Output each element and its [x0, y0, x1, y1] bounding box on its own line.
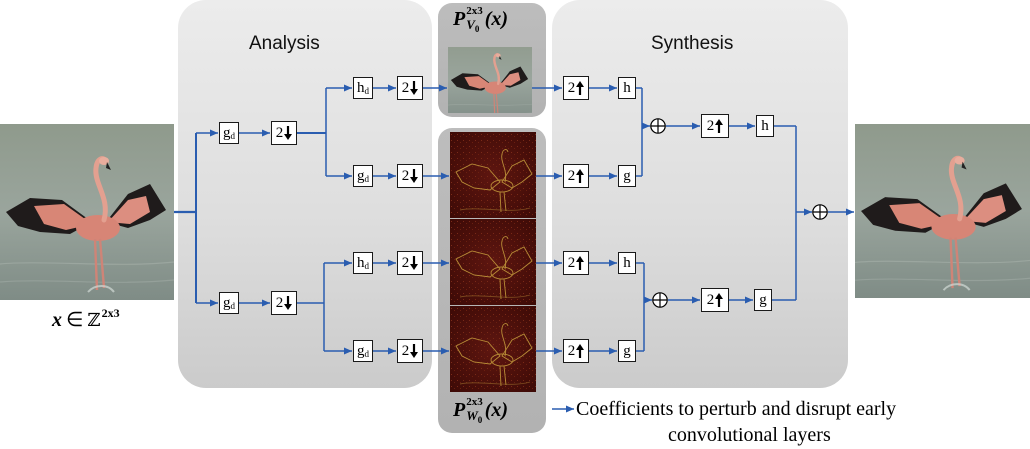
subspace-level: 0: [477, 415, 483, 425]
caption-line-2: convolutional layers: [668, 424, 831, 446]
up-arrow-icon: [715, 119, 724, 133]
subspace-subscript: V0: [466, 17, 483, 34]
down-arrow-icon: [410, 256, 419, 270]
synthesis-filter-g-branch4: g: [618, 340, 636, 362]
downsample-factor: 2: [401, 167, 410, 184]
subspace-letter: W: [466, 408, 478, 423]
synthesis-panel: [552, 0, 848, 388]
filter-base: g: [357, 342, 365, 359]
analysis-downsample-branch3: 2: [397, 251, 423, 275]
subspace-index: 2x3 V0: [466, 5, 483, 34]
filter-base: g: [223, 124, 231, 141]
element-of-symbol: ∈: [66, 309, 84, 331]
coefficient-label-w0: P 2x3 W0 (x): [453, 396, 509, 425]
upsample-factor: 2: [567, 167, 576, 184]
caption-line-1: Coefficients to perturb and disrupt earl…: [576, 398, 897, 420]
subspace-superscript: 2x3: [466, 5, 483, 17]
input-signal-label: x∈ℤ2x3: [52, 307, 120, 330]
up-arrow-icon: [576, 169, 585, 183]
analysis-downsample-branch1: 2: [397, 76, 423, 100]
analysis-downsample-branch4: 2: [397, 339, 423, 363]
circled-plus-icon: [650, 118, 666, 134]
up-arrow-icon: [715, 293, 724, 307]
subspace-subscript: W0: [466, 408, 483, 425]
upsample-factor: 2: [567, 342, 576, 359]
down-arrow-icon: [410, 81, 419, 95]
synthesis-filter-h-branch3: h: [618, 252, 636, 274]
down-arrow-icon: [410, 169, 419, 183]
analysis-panel: [178, 0, 432, 388]
synthesis-filter-h-branch1: h: [618, 77, 636, 99]
dimension-superscript: 2x3: [101, 306, 120, 320]
synthesis-upsample-branch1: 2: [563, 76, 589, 100]
synthesis-title: Synthesis: [651, 33, 734, 54]
down-arrow-icon: [284, 296, 293, 310]
filter-base: g: [357, 167, 365, 184]
downsample-factor: 2: [401, 79, 410, 96]
analysis-downsample-level1-top: 2: [271, 121, 297, 145]
downsample-factor: 2: [401, 254, 410, 271]
coefficient-argument: (x): [484, 7, 509, 30]
upsample-factor: 2: [706, 117, 715, 134]
filter-base: h: [357, 254, 365, 271]
subspace-level: 0: [474, 24, 480, 34]
synthesis-filter-g-level1: g: [754, 289, 772, 311]
filter-subscript: d: [364, 85, 370, 96]
upsample-factor: 2: [567, 254, 576, 271]
downsample-factor: 2: [275, 124, 284, 141]
up-arrow-icon: [576, 81, 585, 95]
filter-base: g: [223, 294, 231, 311]
down-arrow-icon: [410, 344, 419, 358]
analysis-downsample-branch2: 2: [397, 164, 423, 188]
projection-operator: P: [453, 398, 466, 421]
filter-base: h: [357, 79, 365, 96]
subspace-superscript: 2x3: [466, 396, 483, 408]
subspace-letter: V: [466, 17, 475, 32]
filter-subscript: d: [364, 348, 370, 359]
down-arrow-icon: [284, 126, 293, 140]
circled-plus-icon: [812, 204, 828, 220]
filter-subscript: d: [364, 173, 370, 184]
integer-set-symbol: ℤ: [87, 310, 101, 331]
synthesis-filter-g-branch2: g: [618, 165, 636, 187]
coefficient-argument: (x): [484, 398, 509, 421]
synthesis-upsample-level1-top: 2: [701, 114, 729, 138]
synthesis-upsample-branch2: 2: [563, 164, 589, 188]
filter-subscript: d: [230, 300, 236, 311]
up-arrow-icon: [576, 256, 585, 270]
synthesis-upsample-level1-bottom: 2: [701, 288, 729, 312]
upsample-factor: 2: [567, 79, 576, 96]
analysis-downsample-level1-bottom: 2: [271, 291, 297, 315]
input-variable: x: [52, 309, 62, 331]
synthesis-filter-h-level1: h: [756, 115, 774, 137]
synthesis-upsample-branch4: 2: [563, 339, 589, 363]
subspace-index: 2x3 W0: [466, 396, 483, 425]
filter-subscript: d: [230, 130, 236, 141]
projection-operator: P: [453, 7, 466, 30]
upsample-factor: 2: [706, 291, 715, 308]
downsample-factor: 2: [275, 294, 284, 311]
synthesis-upsample-branch3: 2: [563, 251, 589, 275]
circled-plus-icon: [652, 292, 668, 308]
up-arrow-icon: [576, 344, 585, 358]
downsample-factor: 2: [401, 342, 410, 359]
filter-subscript: d: [364, 260, 370, 271]
coefficient-label-v0: P 2x3 V0 (x): [453, 5, 509, 34]
analysis-title: Analysis: [249, 33, 320, 54]
